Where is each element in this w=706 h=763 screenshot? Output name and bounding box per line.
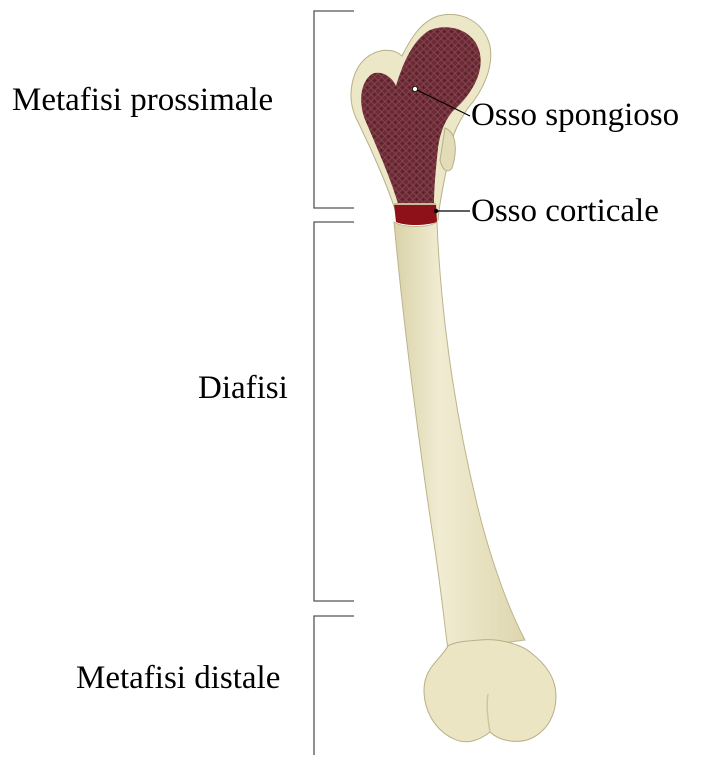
label-spongy-bone: Osso spongioso xyxy=(471,99,679,132)
bracket-proximal-metaphysis xyxy=(314,11,354,208)
label-proximal-metaphysis: Metafisi prossimale xyxy=(12,84,273,117)
label-distal-metaphysis: Metafisi distale xyxy=(76,662,280,695)
bracket-diaphysis xyxy=(314,222,354,601)
label-cortical-bone: Osso corticale xyxy=(471,195,659,228)
femur-shaft xyxy=(394,222,525,650)
label-diaphysis: Diafisi xyxy=(198,372,288,405)
cortical-bone-section xyxy=(394,204,437,225)
bracket-distal-metaphysis xyxy=(314,616,354,755)
femur-distal-condyles xyxy=(424,640,556,742)
